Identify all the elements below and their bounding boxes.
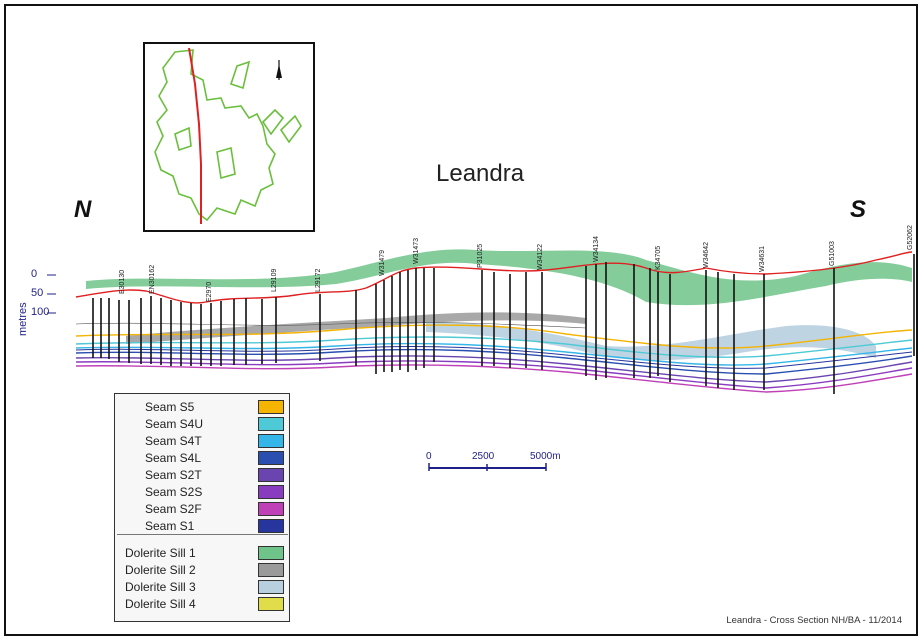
borehole-label-3: E2970	[206, 282, 213, 302]
legend-label: Dolerite Sill 1	[125, 546, 196, 560]
legend-label: Seam S5	[145, 400, 195, 414]
seam-s1-line	[75, 346, 913, 369]
cross-section: E30130 EN30162 E2970 L29109 L29172 W3147…	[47, 225, 915, 394]
page-title: Leandra	[436, 160, 525, 187]
legend-item-dolerite-sill-3: Dolerite Sill 3	[115, 580, 291, 596]
legend-item-seam-s1: Seam S1	[115, 519, 291, 535]
borehole-label-1: E30130	[119, 270, 126, 294]
borehole-label-2: EN30162	[149, 265, 156, 294]
legend-label: Dolerite Sill 2	[125, 563, 196, 577]
borehole-label-10: W34134	[593, 236, 600, 262]
legend-swatch	[258, 519, 284, 533]
legend-swatch	[258, 451, 284, 465]
legend-item-dolerite-sill-2: Dolerite Sill 2	[115, 563, 291, 579]
legend-swatch	[258, 580, 284, 594]
legend-item-seam-s4t: Seam S4T	[115, 434, 291, 450]
borehole-label-11: K34705	[655, 246, 662, 270]
legend: Seam S5 Seam S4U Seam S4T Seam S4L Seam …	[114, 393, 290, 622]
legend-swatch	[258, 563, 284, 577]
legend-swatch	[258, 546, 284, 560]
borehole-label-9: W34122	[537, 244, 544, 270]
contact-line	[75, 322, 587, 329]
borehole-label-13: W34631	[759, 246, 766, 272]
borehole-lines	[92, 254, 915, 394]
legend-item-seam-s4l: Seam S4L	[115, 451, 291, 467]
legend-item-seam-s2t: Seam S2T	[115, 468, 291, 484]
north-label: N	[74, 196, 92, 223]
legend-item-dolerite-sill-1: Dolerite Sill 1	[115, 546, 291, 562]
north-arrow-icon	[276, 60, 282, 80]
legend-label: Seam S4T	[145, 434, 202, 448]
legend-swatch	[258, 468, 284, 482]
legend-swatch	[258, 502, 284, 516]
borehole-label-12: W34642	[703, 242, 710, 268]
legend-item-seam-s5: Seam S5	[115, 400, 291, 416]
seam-s2t-line	[75, 355, 913, 383]
legend-label: Seam S2T	[145, 468, 202, 482]
locality-inset-map	[143, 42, 315, 232]
legend-label: Seam S4L	[145, 451, 202, 465]
axis-tick-0: 0	[31, 268, 38, 280]
seam-s2s-line	[75, 360, 913, 389]
inset-map-graphic	[154, 47, 302, 224]
seam-s5-line	[75, 324, 913, 349]
borehole-label-5: L29172	[315, 269, 322, 292]
legend-swatch	[258, 400, 284, 414]
legend-item-dolerite-sill-4: Dolerite Sill 4	[115, 597, 291, 613]
legend-label: Seam S2F	[145, 502, 202, 516]
borehole-label-14: G51003	[829, 241, 836, 266]
borehole-labels: E30130 EN30162 E2970 L29109 L29172 W3147…	[119, 225, 914, 302]
borehole-label-8: P31025	[477, 244, 484, 268]
axis-tick-50: 50	[31, 287, 44, 299]
legend-swatch	[258, 417, 284, 431]
seam-s4l-line	[75, 348, 913, 375]
borehole-label-4: L29109	[271, 269, 278, 292]
axis-tick-100: 100	[31, 306, 50, 318]
borehole-label-15: G52062	[907, 225, 914, 250]
dolerite-sill-2	[126, 312, 586, 344]
scale-label-0: 0	[426, 451, 432, 462]
scale-label-5000: 5000m	[530, 451, 561, 462]
section-line	[188, 47, 202, 224]
legend-label: Dolerite Sill 4	[125, 597, 196, 611]
south-label: S	[850, 196, 867, 223]
figure-frame: Leandra N S metres 0 50 100	[4, 4, 918, 636]
legend-label: Dolerite Sill 3	[125, 580, 196, 594]
legend-label: Seam S2S	[145, 485, 203, 499]
scale-bar: 0 2500 5000m	[426, 451, 576, 481]
seam-s2f-line	[75, 364, 913, 393]
legend-item-seam-s2f: Seam S2F	[115, 502, 291, 518]
seam-s4u-line	[75, 336, 913, 358]
borehole-label-6: W31479	[379, 250, 386, 276]
licence-area-outline	[154, 49, 302, 222]
legend-item-seam-s2s: Seam S2S	[115, 485, 291, 501]
legend-item-seam-s4u: Seam S4U	[115, 417, 291, 433]
topography-line	[75, 251, 913, 304]
scale-label-2500: 2500	[472, 451, 495, 462]
legend-label: Seam S4U	[145, 417, 204, 431]
legend-swatch	[258, 485, 284, 499]
seam-s4t-line	[75, 342, 913, 366]
scale-bar-line	[428, 463, 547, 471]
legend-swatch	[258, 434, 284, 448]
borehole-label-7: W31473	[413, 238, 420, 264]
legend-label: Seam S1	[145, 519, 195, 533]
axis-ticks	[47, 274, 56, 314]
legend-swatch	[258, 597, 284, 611]
legend-divider	[117, 534, 288, 535]
footer-caption: Leandra - Cross Section NH/BA - 11/2014	[726, 615, 902, 626]
